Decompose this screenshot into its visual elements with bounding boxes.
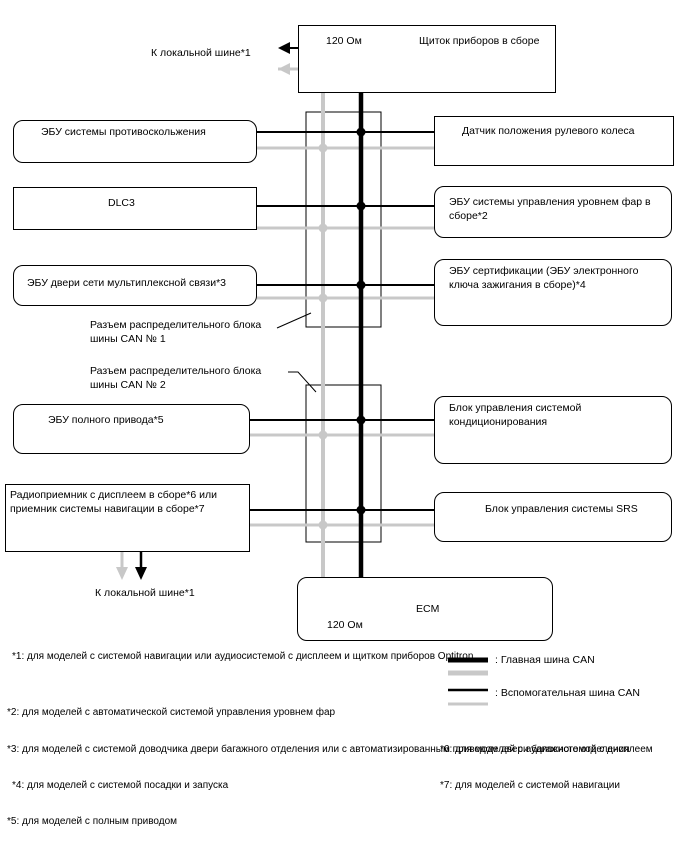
footnote-1: *1: для моделей с системой навигации или… <box>12 651 474 662</box>
footnote-6: *6: для моделей с аудиосистемой с диспле… <box>440 744 653 755</box>
can-low-branches <box>250 67 434 527</box>
footnote-5: *5: для моделей с полным приводом <box>7 816 178 827</box>
legend-main-can-label: : Главная шина CAN <box>495 654 595 666</box>
junction-block-1-outline <box>305 111 382 328</box>
headlight-leveling-ecu-label: ЭБУ системы управления уровнем фар в сбо… <box>449 196 651 222</box>
ac-amplifier-label: Блок управления системой кондиционирован… <box>449 402 582 428</box>
footnote-7: *7: для моделей с системой навигации <box>440 780 620 791</box>
skid-control-ecu-label: ЭБУ системы противоскольжения <box>41 126 206 138</box>
dlc3-box: DLC3 <box>13 187 257 230</box>
awd-ecu-box: ЭБУ полного привода*5 <box>13 404 250 454</box>
bottom-resistor-label: 120 Ом <box>327 619 363 631</box>
combination-meter-label: Щиток приборов в сборе <box>419 35 540 47</box>
top-local-bus-arrow-black <box>278 42 290 54</box>
radio-navigation-label: Радиоприемник с дисплеем в сборе*6 или п… <box>10 489 217 515</box>
certification-ecu-label: ЭБУ сертификации (ЭБУ электронного ключа… <box>449 265 639 291</box>
jb2-leader-line <box>288 371 317 393</box>
skid-control-ecu-box: ЭБУ системы противоскольжения <box>13 120 257 163</box>
srs-airbag-label: Блок управления системы SRS <box>485 503 638 515</box>
door-ecu-box: ЭБУ двери сети мультиплексной связи*3 <box>13 265 257 306</box>
junction-block-2-label: Разъем распределительного блока шины CAN… <box>90 365 262 391</box>
door-ecu-label: ЭБУ двери сети мультиплексной связи*3 <box>27 277 227 289</box>
awd-ecu-label: ЭБУ полного привода*5 <box>48 414 164 426</box>
dlc3-label: DLC3 <box>108 197 135 209</box>
combination-meter-box: Щиток приборов в сборе 120 Ом <box>298 25 556 93</box>
footnote-4: *4: для моделей с системой посадки и зап… <box>12 780 229 791</box>
junction-block-1-label: Разъем распределительного блока шины CAN… <box>90 319 262 345</box>
steering-sensor-label: Датчик положения рулевого колеса <box>462 125 635 137</box>
bus-junction-dots <box>318 127 366 530</box>
ac-amplifier-box: Блок управления системой кондиционирован… <box>434 396 672 464</box>
ecm-box: ECM 120 Ом <box>297 577 553 641</box>
bottom-local-bus-label: К локальной шине*1 <box>95 587 195 599</box>
jb1-leader-line <box>276 312 312 329</box>
certification-ecu-box: ЭБУ сертификации (ЭБУ электронного ключа… <box>434 259 672 326</box>
bottom-local-bus-arrow-gray <box>116 567 128 580</box>
bottom-local-bus-arrow-black <box>135 567 147 580</box>
can-high-branches <box>250 47 434 511</box>
srs-airbag-box: Блок управления системы SRS <box>434 492 672 542</box>
junction-block-2-outline <box>305 384 382 543</box>
top-local-bus-label: К локальной шине*1 <box>151 47 251 59</box>
top-resistor-label: 120 Ом <box>326 35 362 47</box>
legend-sub-can-label: : Вспомогательная шина CAN <box>495 687 640 699</box>
ecm-label: ECM <box>416 603 440 615</box>
steering-sensor-box: Датчик положения рулевого колеса <box>434 116 674 166</box>
footnote-2: *2: для моделей с автоматической системо… <box>7 707 336 718</box>
top-local-bus-arrow-gray <box>278 63 290 75</box>
headlight-leveling-ecu-box: ЭБУ системы управления уровнем фар в сбо… <box>434 186 672 238</box>
radio-navigation-box: Радиоприемник с дисплеем в сборе*6 или п… <box>5 484 250 552</box>
footnote-3: *3: для моделей с системой доводчика две… <box>7 744 630 755</box>
